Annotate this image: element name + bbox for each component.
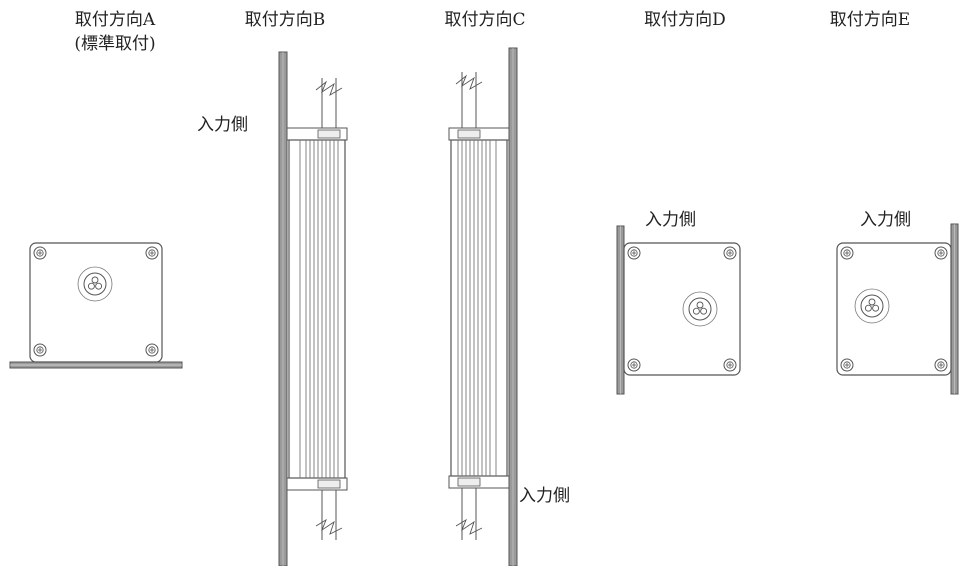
input-label-c: 入力側	[519, 486, 570, 506]
input-label-e: 入力側	[860, 210, 911, 230]
title-b: 取付方向B	[244, 10, 326, 30]
input-label-d: 入力側	[645, 210, 696, 230]
unit-b	[278, 51, 348, 566]
unit-d	[616, 225, 741, 395]
title-c: 取付方向C	[444, 10, 526, 30]
unit-a	[9, 242, 183, 369]
input-label-b: 入力側	[197, 115, 248, 135]
title-d: 取付方向D	[644, 10, 726, 30]
unit-e	[836, 223, 959, 395]
subtitle-a: (標準取付)	[74, 34, 156, 54]
title-e: 取付方向E	[829, 10, 911, 30]
unit-c	[448, 47, 518, 566]
title-a: 取付方向A	[74, 10, 156, 30]
